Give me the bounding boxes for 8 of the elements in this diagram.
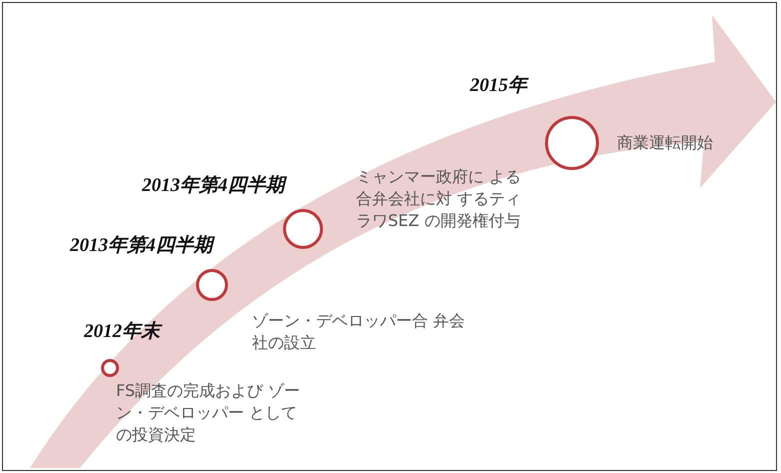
- milestone-description: 商業運転開始: [617, 132, 714, 154]
- milestone-description: ゾーン・デベロッパー合 弁会社の設立: [252, 310, 466, 354]
- milestone-description: FS調査の完成および ゾーン・デベロッパー としての投資決定: [116, 380, 302, 446]
- date-label: 2015年: [470, 74, 527, 98]
- date-label: 2012年末: [84, 318, 160, 344]
- milestone-description: ミャンマー政府に よる合弁会社に対 するティラワSEZ の開発権付与: [356, 166, 522, 232]
- date-label: 2013年第4四半期: [70, 232, 212, 258]
- date-label: 2013年第4四半期: [142, 172, 284, 198]
